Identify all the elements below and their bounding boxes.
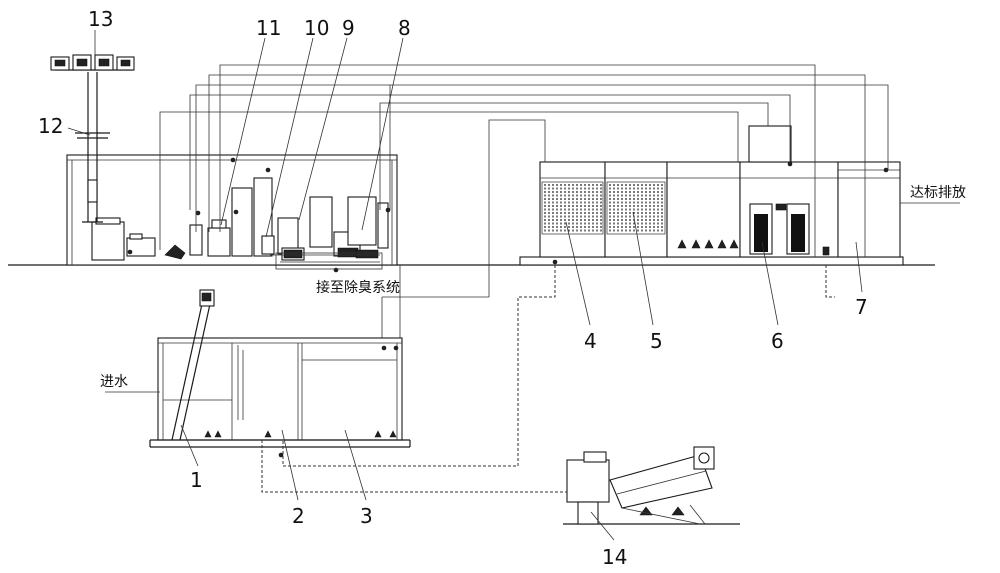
label-7: 7 (855, 295, 868, 319)
label-11: 11 (256, 16, 281, 40)
equipment-room (66, 154, 398, 273)
label-4: 4 (584, 329, 597, 353)
deodor-label: 接至除臭系统 (316, 279, 400, 296)
underground-tanks (105, 289, 411, 458)
label-13: 13 (88, 7, 113, 31)
label-9: 9 (342, 16, 355, 40)
media-pattern-4 (544, 184, 602, 232)
inflow-label: 进水 (100, 374, 128, 390)
label-6: 6 (771, 329, 784, 353)
pipe-network (159, 64, 960, 340)
ground-lines (8, 264, 935, 525)
label-10: 10 (304, 16, 329, 40)
light-tower (50, 54, 135, 223)
label-5: 5 (650, 329, 663, 353)
discharge-label: 达标排放 (910, 185, 966, 201)
label-3: 3 (360, 504, 373, 528)
label-1: 1 (190, 468, 203, 492)
label-8: 8 (398, 16, 411, 40)
number-labels: 13 12 11 10 9 8 4 5 6 7 1 2 3 14 (38, 7, 868, 569)
process-tanks (519, 125, 904, 266)
label-14: 14 (602, 545, 627, 569)
media-pattern-5 (609, 184, 663, 232)
diffusers (677, 239, 739, 249)
text-labels: 进水 达标排放 接至除臭系统 (100, 185, 966, 390)
label-2: 2 (292, 504, 305, 528)
sludge-lines (261, 265, 835, 493)
leader-lines (67, 30, 863, 541)
label-12: 12 (38, 114, 63, 138)
sludge-dewatering-unit (566, 446, 715, 525)
